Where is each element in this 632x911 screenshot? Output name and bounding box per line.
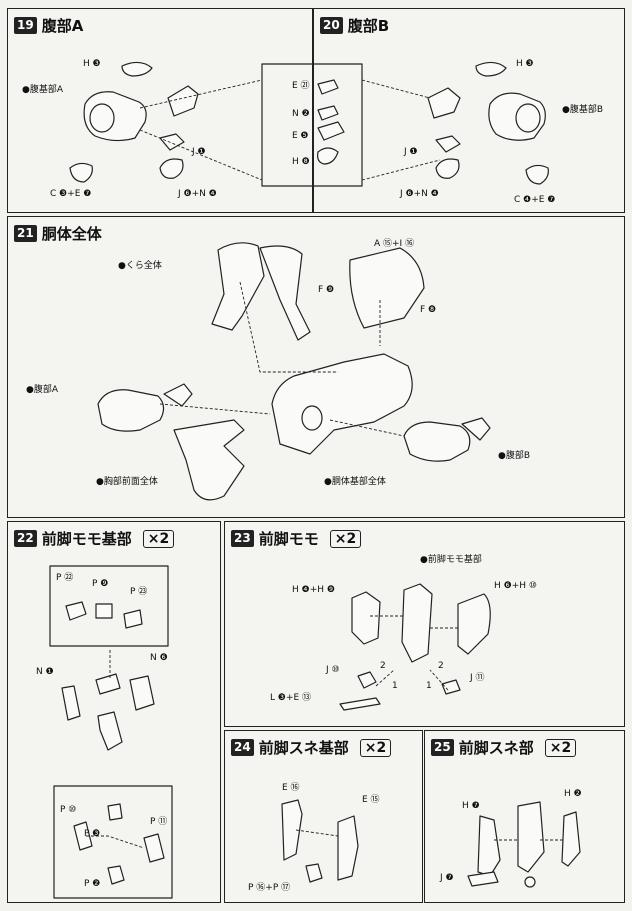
part-j1 — [159, 133, 185, 151]
label: P ㉓ — [130, 586, 147, 597]
label: H ❸ — [516, 59, 534, 69]
panel-22-labels: P ㉒ P ❾ P ㉓ N ❶ N ❻ P ⑩ P ❸ P ⑪ P ❷ — [36, 572, 168, 889]
step-title: 腹部B — [347, 17, 390, 35]
label: 1 — [426, 681, 432, 691]
label: ●腹部A — [26, 383, 59, 395]
part-joint — [167, 85, 199, 117]
label: P ❸ — [84, 829, 100, 839]
step-title: 胴体全体 — [41, 225, 102, 243]
label: J ❶ — [403, 147, 418, 157]
inset-labels: E ㉑ N ❷ E ❺ H ❽ — [292, 80, 310, 167]
step-header: 20 腹部B — [320, 15, 389, 36]
label: ●胸部前面全体 — [96, 475, 158, 487]
step-number: 22 — [14, 530, 37, 547]
step-header: 19 腹部A — [14, 15, 83, 36]
step-21-panel: 21 胴体全体 — [7, 216, 625, 518]
step-number: 20 — [320, 17, 343, 34]
part-shoulder-cover — [349, 247, 425, 329]
label: H ❼ — [462, 801, 480, 811]
panel-20-labels: H ❸ ●腹基部B J ❶ J ❻+N ❹ C ❹+E ❼ — [399, 59, 603, 205]
panel-24-labels: E ⑯ E ⑮ P ⑯+P ⑰ — [248, 782, 380, 893]
label: ●前脚モモ基部 — [420, 553, 482, 565]
step-header: 24 前脚スネ基部 ×2 — [231, 737, 392, 758]
label: ●腹基部B — [562, 103, 603, 115]
part-belly-b — [403, 421, 471, 462]
part-torso-base — [271, 353, 413, 455]
label: E ⑮ — [362, 794, 380, 805]
label: C ❹+E ❼ — [514, 195, 555, 205]
label: E ㉑ — [292, 80, 310, 91]
label: P ❷ — [84, 879, 100, 889]
step-number: 19 — [14, 17, 37, 34]
label: N ❻ — [150, 653, 168, 663]
label: ●胴体基部全体 — [324, 475, 386, 487]
label: P ㉒ — [56, 572, 73, 583]
part-chest-front — [173, 419, 245, 501]
panel-21-labels: ●くら全体 A ⑮+I ⑯ F ❾ F ❽ ●腹部A ●胸部前面全体 ●胴体基部… — [26, 238, 530, 487]
step-title: 前脚モモ基部 — [41, 530, 132, 548]
panel-23-labels: ●前脚モモ基部 H ❹+H ❾ H ❻+H ⑩ J ⑩ J ⑪ L ❸+E ⑬ … — [270, 553, 537, 703]
part-thigh-armor-left — [351, 591, 381, 645]
label: E ❺ — [292, 131, 309, 141]
label: P ⑪ — [150, 816, 167, 827]
label: ●腹基部A — [22, 83, 64, 95]
step-header: 25 前脚スネ部 ×2 — [431, 737, 577, 758]
step-title: 腹部A — [41, 17, 84, 35]
step-header: 22 前脚モモ基部 ×2 — [14, 528, 175, 549]
label: E ⑯ — [282, 782, 300, 793]
step-number: 25 — [431, 739, 454, 756]
label: 2 — [438, 661, 444, 671]
label: H ❸ — [83, 59, 101, 69]
label: P ⑩ — [60, 805, 76, 815]
label: 1 — [392, 681, 398, 691]
label: J ⑪ — [469, 672, 485, 683]
part-c-cup — [69, 162, 93, 183]
label: J ❶ — [191, 147, 206, 157]
quantity-badge: ×2 — [359, 738, 392, 757]
label: L ❸+E ⑬ — [270, 692, 311, 703]
step-20-panel: 20 腹部B — [313, 8, 625, 213]
label: P ⑯+P ⑰ — [248, 882, 290, 893]
quantity-badge: ×2 — [142, 529, 175, 548]
label: A ⑮+I ⑯ — [374, 238, 414, 249]
step-24-panel: 24 前脚スネ基部 ×2 — [224, 730, 423, 903]
step-title: 前脚スネ基部 — [258, 739, 349, 757]
part-thigh-base — [401, 583, 433, 663]
step-title: 前脚スネ部 — [458, 739, 534, 757]
step-number: 24 — [231, 739, 254, 756]
label: F ❽ — [420, 305, 436, 315]
part-j6 — [159, 158, 184, 179]
label: H ❻+H ⑩ — [494, 581, 537, 591]
quantity-badge: ×2 — [329, 529, 362, 548]
part-h-cap — [121, 61, 153, 77]
label: J ❻+N ❹ — [399, 189, 439, 199]
label: J ❼ — [439, 873, 454, 883]
panel-25-labels: H ❷ H ❼ J ❼ — [439, 789, 582, 883]
label: N ❷ — [292, 109, 310, 119]
label: 2 — [380, 661, 386, 671]
part-belly-a — [97, 389, 165, 432]
label: ●くら全体 — [118, 259, 162, 271]
step-header: 21 胴体全体 — [14, 223, 102, 244]
label: H ❷ — [564, 789, 582, 799]
label: H ❹+H ❾ — [292, 585, 335, 595]
label: C ❸+E ❼ — [50, 189, 91, 199]
label: P ❾ — [92, 579, 108, 589]
part-thigh-armor-right — [457, 593, 491, 655]
label: H ❽ — [292, 157, 310, 167]
label: J ❻+N ❹ — [177, 189, 217, 199]
part-saddle — [211, 242, 265, 331]
label: J ⑩ — [325, 665, 340, 675]
step-number: 23 — [231, 530, 254, 547]
panel-19-labels: H ❸ ●腹基部A J ❶ C ❸+E ❼ J ❻+N ❹ — [22, 59, 217, 199]
step-number: 21 — [14, 225, 37, 242]
label: F ❾ — [318, 285, 334, 295]
label: N ❶ — [36, 667, 54, 677]
step-title: 前脚モモ — [258, 530, 319, 548]
step-header: 23 前脚モモ ×2 — [231, 528, 362, 549]
label: ●腹部B — [498, 449, 530, 461]
quantity-badge: ×2 — [544, 738, 577, 757]
